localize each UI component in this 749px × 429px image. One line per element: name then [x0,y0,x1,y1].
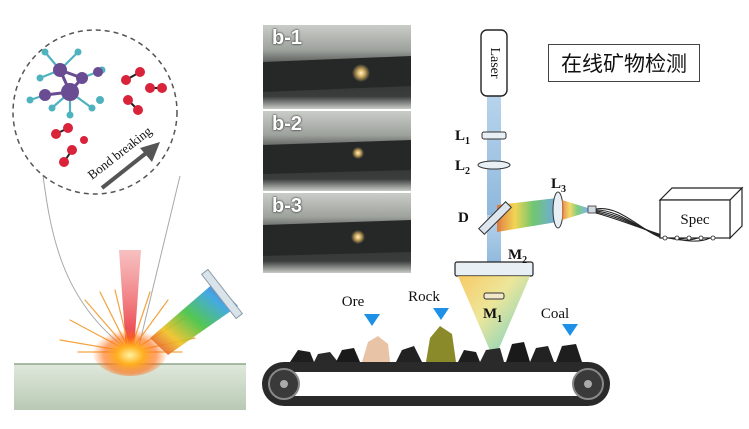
grating-lens [200,268,244,320]
mineral-samples [290,326,582,362]
ore-marker-icon [364,314,380,326]
panel-label-b1: b-1 [272,27,302,49]
spectrometer-box [658,186,744,241]
ore-label: Ore [342,294,365,310]
panel-c-setup: Laser L1 L2 D L3 [262,29,744,406]
plasma-spark-2 [352,147,364,159]
lens-l2 [477,160,511,170]
photo-b3 [263,193,411,273]
fiber-coupler [587,205,597,214]
laser-label: Laser [487,47,502,78]
emission-spectrum-beam [150,282,238,355]
rock-sample [426,326,456,362]
coal-label: Coal [541,306,569,322]
l1-label: L1 [455,128,470,147]
panel-b-photos [263,25,411,273]
online-mineral-detection-title: 在线矿物检测 [548,44,700,82]
ore-sample [362,336,390,362]
collection-beam [497,198,557,232]
panel-a-laser-ablation: Bond breaking [12,29,246,410]
laser-source [480,29,508,97]
rock-marker-icon [433,308,449,320]
spec-label: Spec [680,212,710,228]
l3-label: L3 [551,176,566,195]
collection-cone [458,276,530,360]
bond-breaking-arrow-icon [100,142,160,190]
photo-b1 [263,25,411,109]
laser-beam-vertical [487,95,501,215]
conveyor-belt [262,362,610,406]
d-label: D [458,210,469,226]
l2-label: L2 [455,158,470,177]
plasma-spark-1 [352,64,370,82]
mirror-m1 [483,292,505,300]
m2-label: M2 [508,247,527,266]
rock-label: Rock [408,289,440,305]
coal-marker-icon [562,324,578,336]
panel-label-b3: b-3 [272,195,302,217]
plasma-plume [92,324,168,376]
conveyor-wheel-right [572,368,604,400]
panel-label-b2: b-2 [272,113,302,135]
molecule-fragments-icon [51,67,167,167]
conveyor-wheel-left [268,368,300,400]
molecule-cluster-icon [26,48,106,119]
m1-label: M1 [483,306,502,325]
lens-l1 [481,131,507,140]
lens-l3 [552,191,564,229]
plasma-spark-3 [351,230,365,244]
dichroic-mirror-d [478,201,512,235]
photo-b2 [263,111,411,191]
